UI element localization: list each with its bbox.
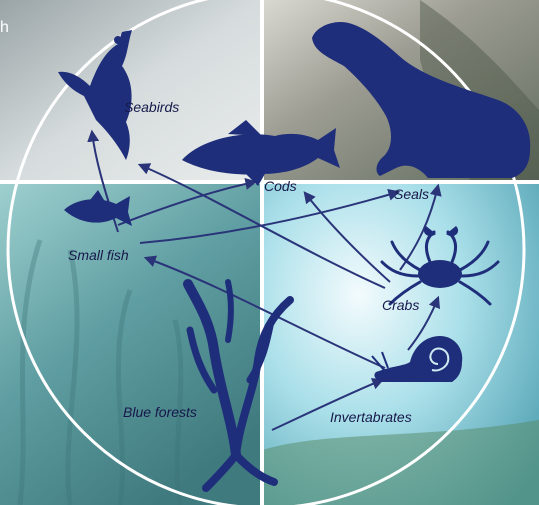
label-small-fish: Small fish [68,247,129,263]
label-invertebrates: Invertabrates [330,409,412,425]
kelp-background-bottom-left [0,182,262,505]
label-crabs: Crabs [382,297,419,313]
corner-text-fragment: h [0,19,9,36]
label-seals: Seals [394,186,429,202]
label-cods: Cods [264,178,297,194]
label-seabirds: Seabirds [124,99,179,115]
label-blue-forests: Blue forests [123,404,197,420]
